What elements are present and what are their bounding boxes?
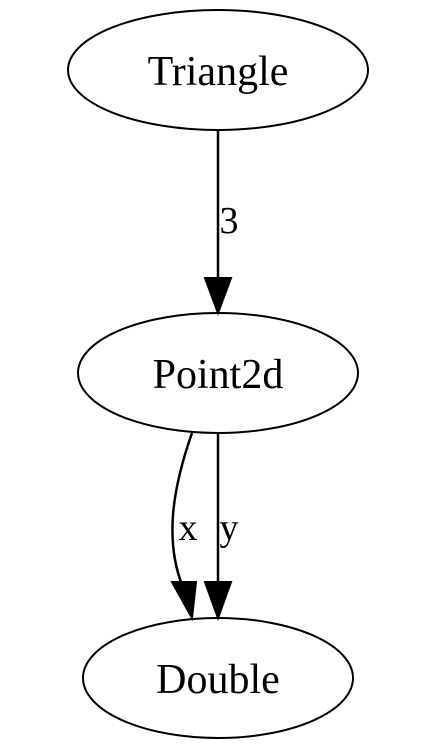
edge-point2d-to-double-x: x (170, 432, 198, 622)
node-point2d: Point2d (77, 312, 359, 434)
edge-point2d-to-double-y: y (203, 433, 239, 621)
edge-point2d-to-double-y-arrowhead (203, 581, 233, 621)
edge-point2d-to-double-x-label: x (179, 507, 198, 549)
node-double-ellipse (82, 617, 354, 739)
edge-triangle-to-point2d-label: 3 (220, 200, 239, 242)
node-double: Double (82, 617, 354, 739)
node-double-label: Double (156, 657, 280, 703)
node-triangle-label: Triangle (148, 49, 289, 95)
node-point2d-label: Point2d (153, 352, 284, 398)
node-triangle: Triangle (67, 9, 369, 131)
edge-triangle-to-point2d: 3 (203, 130, 239, 316)
edge-point2d-to-double-x-arrowhead (170, 581, 198, 622)
edge-point2d-to-double-y-label: y (220, 507, 239, 549)
edge-triangle-to-point2d-arrowhead (203, 277, 233, 316)
edge-point2d-to-double-x-line (171, 432, 194, 586)
